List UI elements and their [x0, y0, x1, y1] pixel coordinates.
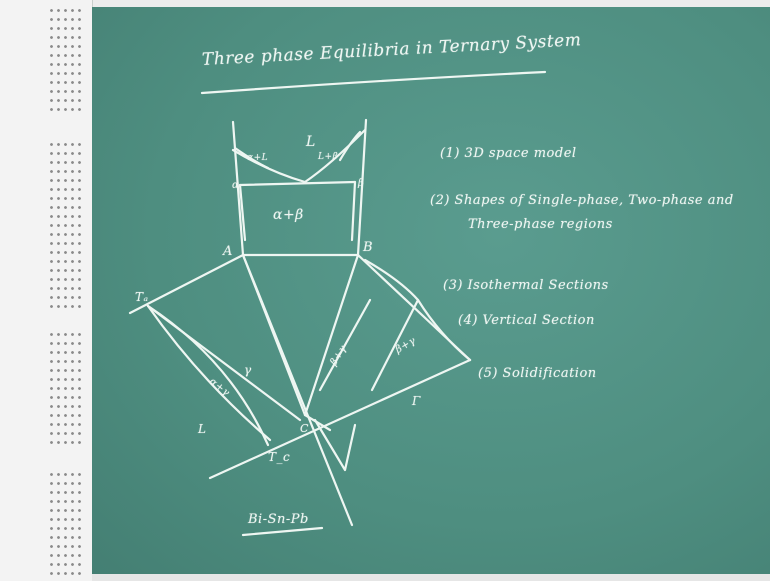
- label-beta-right: β: [358, 178, 365, 189]
- label-gamma: γ: [244, 363, 252, 377]
- topic-4: (4) Vertical Section: [458, 313, 595, 328]
- topic-1: (1) 3D space model: [440, 146, 577, 161]
- beta-solvus: [350, 180, 357, 242]
- left-liquidus-inner: [233, 146, 270, 170]
- center-line-2: [318, 298, 372, 392]
- perforated-panel-bottom: [48, 470, 84, 575]
- right-vertical-axis: [356, 118, 368, 257]
- eutectic-line: [238, 180, 357, 187]
- wall-panel: [0, 0, 93, 581]
- center-triangle: [313, 418, 357, 472]
- perforated-panel-top: [48, 6, 84, 116]
- label-corner-a: A: [223, 244, 233, 259]
- topic-3: (3) Isothermal Sections: [443, 278, 609, 293]
- alloy-label: Bi-Sn-Pb: [248, 512, 309, 527]
- chalk-rail: [92, 574, 770, 581]
- topic-5: (5) Solidification: [478, 366, 597, 381]
- tie-bottom-left: [208, 358, 472, 480]
- topic-2: (2) Shapes of Single-phase, Two-phase an…: [430, 193, 734, 208]
- label-t-a: Tₐ: [135, 290, 149, 304]
- label-l-lower: L: [198, 422, 207, 436]
- perforated-panel-lower: [48, 330, 84, 450]
- label-t-c: T_c: [268, 450, 291, 464]
- base-edge-b-to-c: [303, 253, 360, 417]
- chalkboard: [92, 7, 770, 574]
- label-alpha-left: α: [232, 180, 240, 191]
- label-gamma-mid: Γ: [412, 394, 421, 408]
- perforated-panel-middle: [48, 140, 84, 310]
- right-liquidus-inner: [338, 130, 362, 162]
- tie-ta-to-a: [128, 253, 245, 315]
- label-liquid-top: L: [306, 134, 316, 150]
- label-corner-c: C: [300, 422, 309, 435]
- label-alpha-plus-l: α+L: [247, 153, 269, 163]
- tie-a-to-bottom: [241, 253, 354, 527]
- label-corner-b: B: [363, 240, 374, 255]
- ta-curve-outer: [146, 304, 272, 442]
- label-l-plus-beta: L+β: [318, 152, 339, 162]
- left-vertical-axis: [231, 120, 245, 257]
- label-alpha-plus-beta: α+β: [273, 207, 304, 223]
- topic-2-cont: Three-phase regions: [468, 217, 613, 232]
- right-inner-curve: [363, 258, 420, 302]
- ta-line: [146, 304, 302, 422]
- title-underline: [200, 70, 547, 95]
- alpha-solvus: [238, 183, 247, 242]
- alloy-underline: [241, 526, 324, 537]
